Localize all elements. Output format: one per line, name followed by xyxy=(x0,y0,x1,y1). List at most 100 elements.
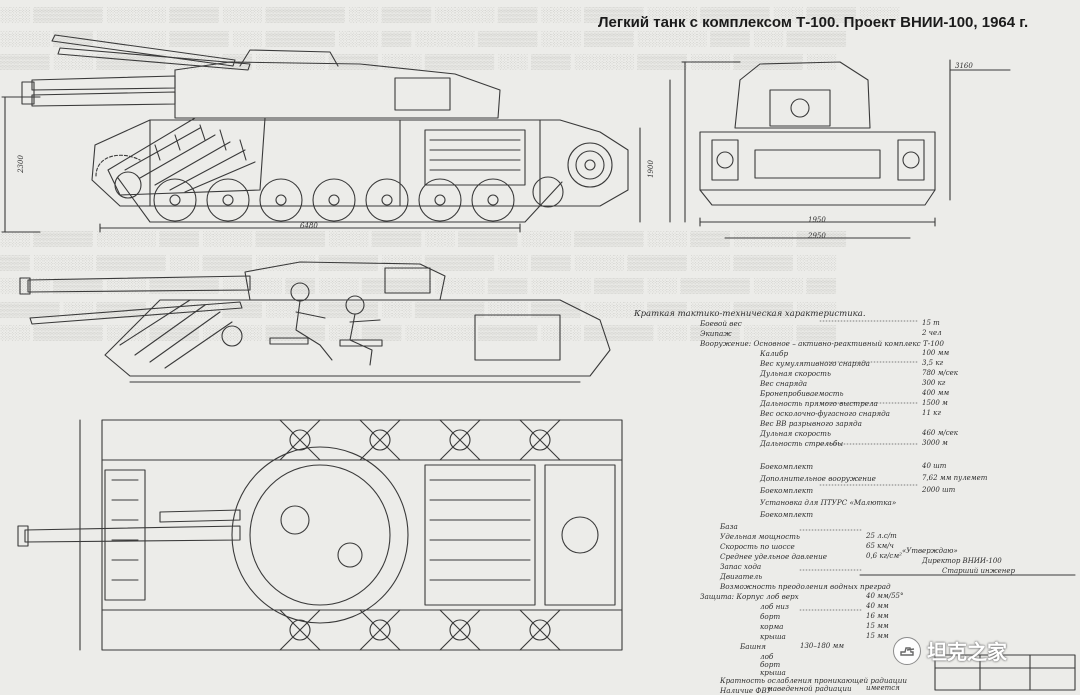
spec-value: 65 км/ч xyxy=(866,542,894,550)
stamp-line: «Утверждаю» xyxy=(902,547,958,555)
spec-label: База xyxy=(720,522,738,531)
dimension-label: 1900 xyxy=(646,160,655,178)
hull-top xyxy=(101,459,623,611)
road-wheel xyxy=(471,178,515,222)
road-wheel xyxy=(312,178,356,222)
spec-label: Калибр xyxy=(760,349,789,358)
spec-value: 400 мм xyxy=(922,389,950,397)
spec-label: Боекомплект xyxy=(760,510,814,519)
spec-label: Дальность прямого выстрела xyxy=(760,399,878,408)
track-right xyxy=(101,609,623,651)
spec-value: 300 кг xyxy=(922,379,946,387)
title-block xyxy=(859,574,1076,691)
performance-title: Краткая тактико-техническая характеристи… xyxy=(634,309,866,319)
dimension-label: 2950 xyxy=(808,232,826,240)
page-title: Легкий танк с комплексом Т-100. Проект В… xyxy=(598,14,1029,31)
spec-label: Кратность ослабления проникающей радиаци… xyxy=(720,676,908,685)
spec-leaders xyxy=(799,320,919,611)
spec-value: 15 т xyxy=(922,319,940,327)
watermark-text: 坦克之家 xyxy=(927,640,1007,664)
spec-label: Возможность преодоления водных преград xyxy=(720,582,891,591)
spec-label: Вес осколочно-фугасного снаряда xyxy=(760,409,890,418)
side-view xyxy=(1,34,671,233)
road-wheel xyxy=(206,178,250,222)
spec-value: 3,5 кг xyxy=(922,359,944,367)
turret-ring xyxy=(231,446,409,624)
spec-label: Боекомплект xyxy=(760,486,814,495)
spec-label: Дополнительное вооружение xyxy=(760,474,876,483)
spec-label: Боевой вес xyxy=(700,319,742,328)
spec-label: Вооружение: Основное – активно-реактивны… xyxy=(700,339,944,348)
dimension-label: 6480 xyxy=(300,222,318,230)
track-left xyxy=(101,419,623,461)
spec-value: 3000 м xyxy=(922,439,948,447)
spec-label: Вес снаряда xyxy=(760,379,808,388)
spec-label: Вес ВВ разрывного заряда xyxy=(760,419,862,428)
spec-label: Экипаж xyxy=(700,329,732,338)
road-wheel xyxy=(365,178,409,222)
road-wheel xyxy=(153,178,197,222)
track xyxy=(117,177,563,223)
spec-label: лоб низ xyxy=(760,602,789,611)
road-wheel xyxy=(418,178,462,222)
spec-label: крыша xyxy=(760,668,786,677)
spec-label: Башня xyxy=(740,642,766,651)
spec-value: 1500 м xyxy=(922,399,948,407)
spec-value: 2 чел xyxy=(922,329,942,337)
spec-label: лоб xyxy=(760,652,774,661)
spec-value: 15 мм xyxy=(866,622,889,630)
spec-label: Дальность стрельбы xyxy=(760,439,844,448)
spec-label: Наличие ФВУ xyxy=(720,686,772,695)
spec-value: 2000 шт xyxy=(922,486,956,494)
section-gun xyxy=(27,275,251,293)
road-wheel xyxy=(259,178,303,222)
dimension-label: 1950 xyxy=(808,216,826,224)
hull-front xyxy=(699,131,936,191)
spec-value: 780 м/сек xyxy=(922,369,958,377)
spec-label: Боекомплект xyxy=(760,462,814,471)
spec-label: Запас хода xyxy=(720,562,762,571)
spec-value: 16 мм xyxy=(866,612,889,620)
watermark: 坦克之家 xyxy=(893,636,1007,665)
spec-value: 40 мм xyxy=(866,602,889,610)
spec-value: имеется xyxy=(866,684,900,692)
spec-label: Защита: Корпус лоб верх xyxy=(700,592,799,601)
spec-label: корма xyxy=(760,622,784,631)
spec-value: 130–180 мм xyxy=(800,642,845,650)
spec-label: Среднее удельное давление xyxy=(720,552,827,561)
section-view xyxy=(19,261,611,383)
spec-value: 15 мм xyxy=(866,632,889,640)
turret-outline xyxy=(174,61,501,119)
spec-label: Удельная мощность xyxy=(720,532,800,541)
stamp-line: Старший инженер xyxy=(942,567,1015,575)
dimension-label: 3160 xyxy=(955,62,973,70)
approval-stamp: «Утверждаю» Директор ВНИИ-100 Старший ин… xyxy=(862,546,1015,576)
hull-outline xyxy=(91,119,629,207)
spec-value: 40 мм/55° xyxy=(866,592,904,600)
spec-label: Установка для ПТУРС «Малютка» xyxy=(760,498,897,507)
spec-label: Двигатель xyxy=(720,572,763,581)
spec-label: Вес кумулятивного снаряда xyxy=(760,359,870,368)
main-gun xyxy=(31,91,176,107)
spec-value: 11 кг xyxy=(922,409,941,417)
spec-label: Дульная скорость xyxy=(760,369,831,378)
stamp-line: Директор ВНИИ-100 xyxy=(922,557,1002,565)
turret-front xyxy=(734,61,871,129)
spec-label: борт xyxy=(760,612,781,621)
spec-label: борт xyxy=(760,660,781,669)
spec-label: Дульная скорость xyxy=(760,429,831,438)
plan-gun xyxy=(24,525,241,543)
spec-label: Бронепробиваемость xyxy=(760,389,844,398)
front-view xyxy=(681,59,1011,239)
section-hull xyxy=(104,299,611,377)
crew-figure xyxy=(290,282,310,302)
watermark-logo-icon xyxy=(893,636,921,665)
spec-value: 25 л.с/т xyxy=(866,532,897,540)
spec-label: Скорость по шоссе xyxy=(720,542,795,551)
spec-value: 7,62 мм пулемет xyxy=(922,474,988,482)
spec-value: 0,6 кг/см² xyxy=(866,552,902,560)
spec-value: 100 мм xyxy=(922,349,950,357)
crew-figure xyxy=(345,295,365,315)
